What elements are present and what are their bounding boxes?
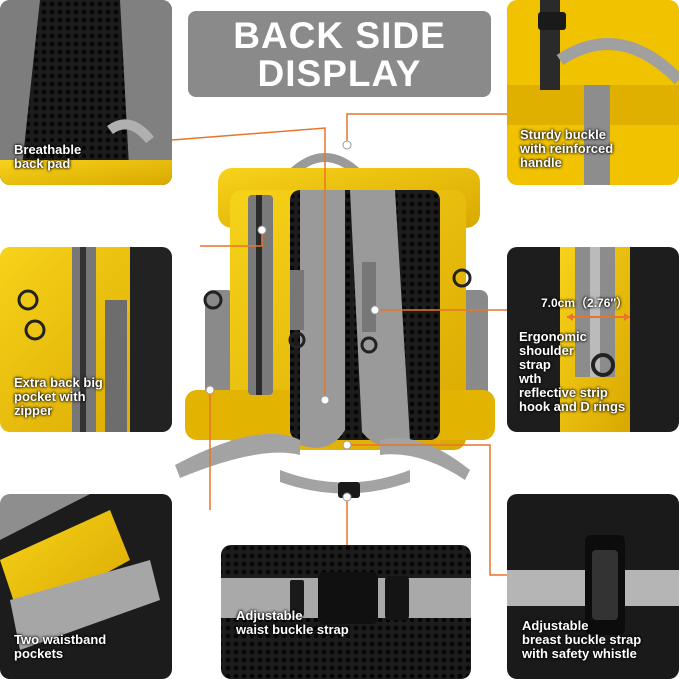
caption-breast-buckle: Adjustable breast buckle strap with safe… bbox=[522, 618, 642, 661]
caption-back-pad: Breathable back pad bbox=[14, 142, 82, 171]
caption-shoulder-strap: Ergonomic shoulder strap wth reflective … bbox=[519, 329, 626, 414]
page-title: BACK SIDE DISPLAY bbox=[188, 11, 491, 97]
title-line-2: DISPLAY bbox=[257, 53, 422, 94]
callout-dots bbox=[205, 140, 380, 502]
panel-waist-pockets bbox=[0, 494, 172, 679]
callout-lines bbox=[171, 113, 507, 576]
panel-back-pocket bbox=[0, 247, 172, 432]
caption-buckle-handle: Sturdy buckle with reinforced handle bbox=[520, 127, 614, 170]
caption-waist-pockets: Two waistband pockets bbox=[14, 632, 107, 661]
panel-shoulder-strap bbox=[507, 247, 679, 432]
panel-breast-buckle bbox=[507, 494, 679, 679]
caption-waist-buckle: Adjustable waist buckle strap bbox=[236, 608, 349, 637]
panel-back-pad bbox=[0, 0, 172, 185]
caption-back-pocket: Extra back big pocket with zipper bbox=[14, 375, 103, 418]
measurement-label: 7.0cm（2.76″） bbox=[541, 296, 629, 310]
title-line-1: BACK SIDE bbox=[233, 15, 446, 56]
panel-buckle bbox=[507, 0, 679, 185]
panel-waist-buckle bbox=[221, 545, 471, 679]
backpack-center bbox=[175, 153, 495, 498]
